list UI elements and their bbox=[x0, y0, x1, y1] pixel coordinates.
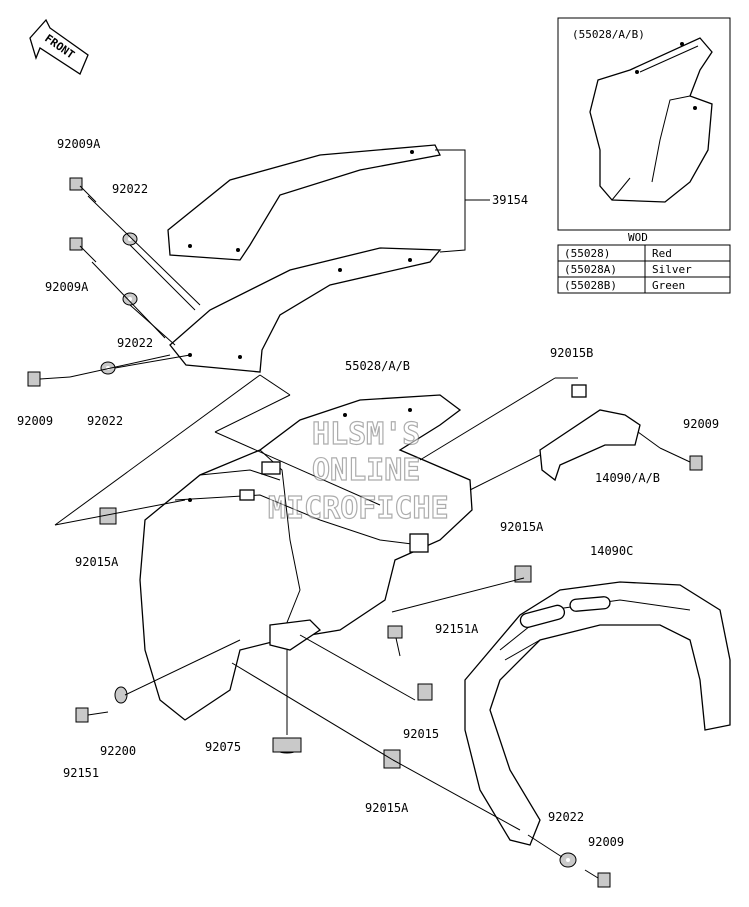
color-table: WOD (55028) Red (55028A) Silver (55028B)… bbox=[557, 231, 731, 294]
watermark-line: MICROFICHE bbox=[268, 491, 449, 526]
part-label: 92015B bbox=[550, 346, 593, 360]
part-label: 14090/A/B bbox=[595, 471, 660, 485]
bolt-icon bbox=[69, 237, 97, 263]
grommet-icon bbox=[514, 565, 532, 583]
washer-icon bbox=[114, 686, 128, 704]
part-label: 92022 bbox=[87, 414, 123, 428]
bolt-icon bbox=[584, 869, 611, 888]
part-label: 55028/A/B bbox=[345, 359, 410, 373]
front-arrow-icon: FRONT bbox=[29, 18, 89, 75]
color-row-code: (55028B) bbox=[564, 279, 617, 292]
bolt-icon bbox=[387, 625, 403, 657]
bolt-icon bbox=[75, 707, 109, 723]
grab-rail bbox=[464, 581, 731, 846]
bolt-icon bbox=[69, 177, 97, 203]
windshield-lower bbox=[169, 247, 442, 373]
part-label: 39154 bbox=[492, 193, 528, 207]
washer-icon bbox=[122, 292, 138, 306]
part-label: 92009A bbox=[57, 137, 101, 151]
part-label: 92015A bbox=[365, 801, 409, 815]
inset-panel-outline bbox=[589, 37, 713, 203]
part-label: 92015 bbox=[403, 727, 439, 741]
part-label: 92022 bbox=[112, 182, 148, 196]
watermark-line: ONLINE bbox=[312, 453, 420, 488]
part-label: 92009A bbox=[45, 280, 89, 294]
color-row-color: Green bbox=[652, 279, 685, 292]
color-row-color: Silver bbox=[652, 263, 692, 276]
part-label: 92009 bbox=[683, 417, 719, 431]
part-label: 92200 bbox=[100, 744, 136, 758]
washer-icon bbox=[559, 852, 577, 868]
grommet-icon bbox=[272, 737, 302, 754]
color-row-code: (55028) bbox=[564, 247, 610, 260]
washer-icon bbox=[122, 232, 138, 246]
bolt-icon bbox=[27, 371, 71, 387]
inset-title: (55028/A/B) bbox=[572, 28, 645, 41]
part-label: 92009 bbox=[17, 414, 53, 428]
windshield-upper bbox=[167, 144, 441, 261]
grommet-icon bbox=[417, 683, 433, 701]
cowl-bracket bbox=[269, 619, 322, 651]
part-label: 92022 bbox=[548, 810, 584, 824]
color-row-code: (55028A) bbox=[564, 263, 617, 276]
leader-lines bbox=[54, 195, 661, 858]
part-label: 14090C bbox=[590, 544, 633, 558]
part-label: 92075 bbox=[205, 740, 241, 754]
color-table-header: WOD bbox=[628, 231, 648, 244]
mirror-bracket bbox=[539, 384, 641, 482]
part-label: 92022 bbox=[117, 336, 153, 350]
bolt-icon bbox=[659, 447, 703, 471]
part-label: 92151A bbox=[435, 622, 479, 636]
part-label: 92015A bbox=[500, 520, 544, 534]
part-label: 92015A bbox=[75, 555, 119, 569]
upper-cowl bbox=[139, 394, 473, 721]
part-label: 92009 bbox=[588, 835, 624, 849]
part-label: 92151 bbox=[63, 766, 99, 780]
inset-box: (55028/A/B) bbox=[557, 17, 731, 231]
watermark-line: HLSM'S bbox=[312, 417, 420, 452]
color-row-color: Red bbox=[652, 247, 672, 260]
